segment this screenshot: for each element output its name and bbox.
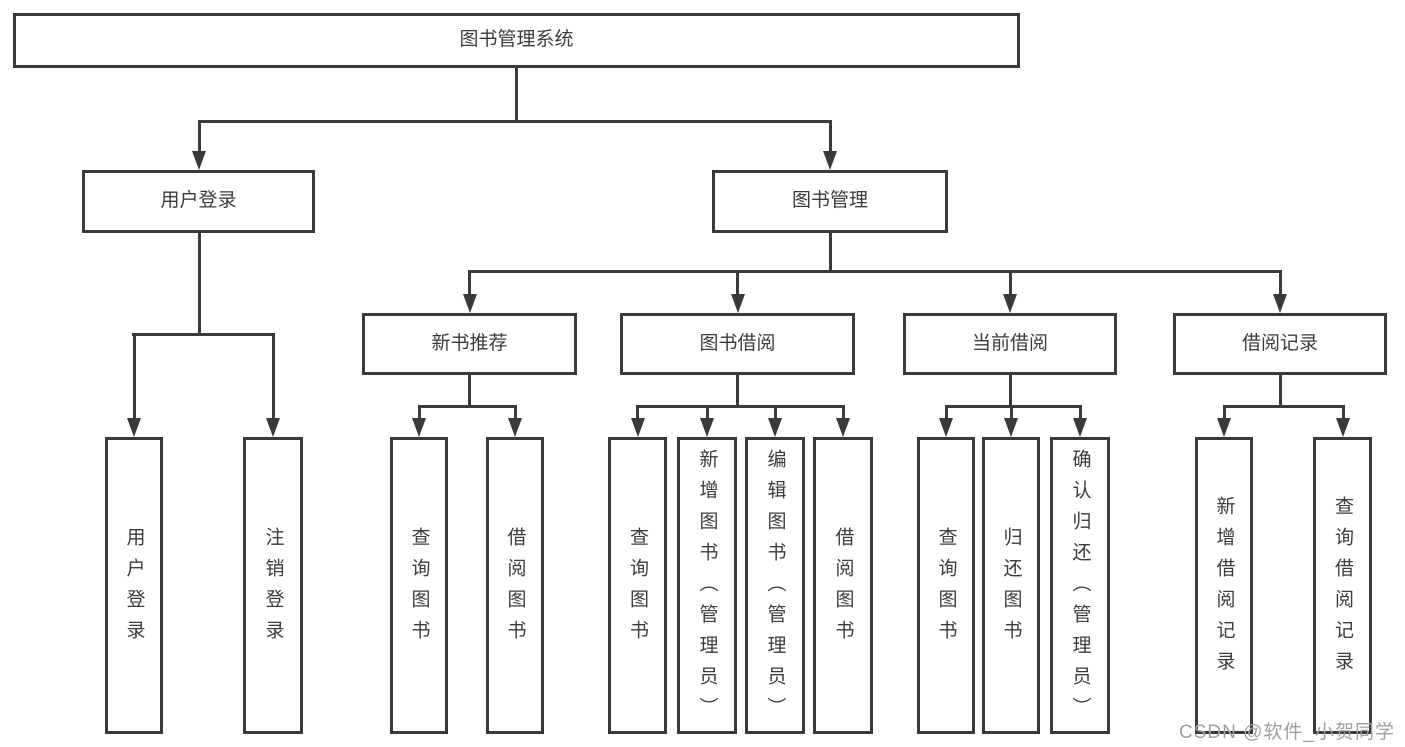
node-label: 借阅图书 — [504, 526, 526, 651]
leaf-borrow-books: 借阅图书 — [813, 437, 873, 734]
node-user-login: 用户登录 — [82, 170, 315, 233]
leaf-user-login: 用户登录 — [105, 437, 163, 734]
connector-line — [468, 270, 471, 297]
node-label: 新增借阅记录 — [1213, 495, 1235, 682]
arrow-down-icon — [508, 418, 522, 437]
connector-line — [197, 232, 201, 336]
connector-line — [132, 333, 274, 336]
connector-line — [828, 233, 832, 273]
arrow-down-icon — [700, 418, 714, 437]
connector-line — [1078, 405, 1082, 420]
connector-line — [1009, 405, 1013, 420]
node-label: 借阅记录 — [1241, 332, 1318, 354]
connector-line — [1341, 405, 1345, 420]
arrow-down-icon — [1336, 418, 1350, 437]
connector-line — [736, 270, 739, 297]
connector-line — [705, 405, 709, 420]
connector-line — [132, 333, 136, 420]
node-new-book-recommendation: 新书推荐 — [362, 313, 577, 375]
connector-line — [636, 405, 639, 420]
node-label: 图书管理 — [791, 190, 868, 212]
node-label: 注销登录 — [262, 526, 284, 651]
arrow-down-icon — [127, 418, 141, 437]
arrow-down-icon — [192, 151, 206, 170]
connector-line — [515, 68, 518, 122]
node-label: 查询图书 — [408, 526, 430, 651]
leaf-borrow-books-recommend: 借阅图书 — [486, 437, 544, 734]
arrow-down-icon — [768, 418, 782, 437]
connector-line — [197, 120, 201, 153]
leaf-confirm-return-admin: 确认归还（管理员） — [1050, 437, 1110, 734]
node-book-borrowing: 图书借阅 — [620, 313, 855, 375]
node-borrowing-records: 借阅记录 — [1173, 313, 1387, 375]
connector-line — [1278, 270, 1282, 297]
csdn-watermark: CSDN @软件_小贺同学 — [1179, 722, 1395, 743]
arrow-down-icon — [939, 418, 953, 437]
connector-line — [1008, 270, 1012, 297]
node-label: 确认归还（管理员） — [1069, 449, 1091, 728]
leaf-query-books-borrowing: 查询图书 — [608, 437, 667, 734]
connector-line — [1278, 375, 1282, 408]
connector-line — [636, 405, 844, 408]
arrow-down-icon — [823, 151, 837, 170]
arrow-down-icon — [412, 418, 426, 437]
arrow-down-icon — [462, 294, 477, 313]
connector-line — [417, 405, 421, 420]
connector-line — [468, 270, 1281, 273]
node-label: 用户登录 — [160, 190, 237, 212]
arrow-down-icon — [630, 418, 645, 437]
leaf-return-books: 归还图书 — [982, 437, 1040, 734]
arrow-down-icon — [730, 294, 745, 313]
node-label: 用户登录 — [123, 526, 145, 651]
node-current-borrowing: 当前借阅 — [903, 313, 1117, 375]
node-label: 图书管理系统 — [459, 29, 574, 51]
connector-line — [1008, 375, 1012, 408]
arrow-down-icon — [266, 418, 280, 437]
arrow-down-icon — [1273, 294, 1287, 313]
node-label: 编辑图书（管理员） — [764, 449, 786, 728]
node-label: 借阅图书 — [832, 526, 854, 651]
node-root-book-management-system: 图书管理系统 — [13, 13, 1020, 68]
connector-line — [828, 120, 832, 153]
leaf-edit-books-admin: 编辑图书（管理员） — [745, 437, 805, 734]
connector-line — [271, 333, 275, 420]
connector-line — [773, 405, 777, 420]
node-book-management: 图书管理 — [712, 170, 948, 233]
node-label: 查询图书 — [935, 526, 957, 651]
connector-line — [468, 375, 471, 408]
leaf-query-books-recommend: 查询图书 — [390, 437, 448, 734]
connector-line — [417, 405, 517, 408]
leaf-add-borrow-record: 新增借阅记录 — [1195, 437, 1253, 734]
connector-line — [944, 405, 1082, 408]
leaf-logout: 注销登录 — [243, 437, 303, 734]
arrow-down-icon — [836, 418, 850, 437]
node-label: 新增图书（管理员） — [696, 449, 718, 728]
connector-line — [1222, 405, 1345, 408]
connector-line — [1222, 405, 1226, 420]
leaf-query-books-current: 查询图书 — [917, 437, 975, 734]
connector-line — [944, 405, 948, 420]
leaf-add-books-admin: 新增图书（管理员） — [677, 437, 737, 734]
node-label: 图书借阅 — [699, 332, 776, 354]
connector-line — [198, 120, 831, 123]
node-label: 新书推荐 — [431, 332, 508, 354]
arrow-down-icon — [1217, 418, 1231, 437]
leaf-query-borrow-record: 查询借阅记录 — [1313, 437, 1372, 734]
connector-line — [841, 405, 845, 420]
node-label: 查询借阅记录 — [1332, 495, 1353, 682]
connector-line — [736, 375, 739, 408]
node-label: 当前借阅 — [971, 332, 1048, 354]
connector-line — [513, 405, 517, 420]
arrow-down-icon — [1004, 418, 1018, 437]
node-label: 归还图书 — [1000, 526, 1022, 651]
arrow-down-icon — [1003, 294, 1017, 313]
arrow-down-icon — [1073, 418, 1087, 437]
node-label: 查询图书 — [627, 526, 648, 651]
